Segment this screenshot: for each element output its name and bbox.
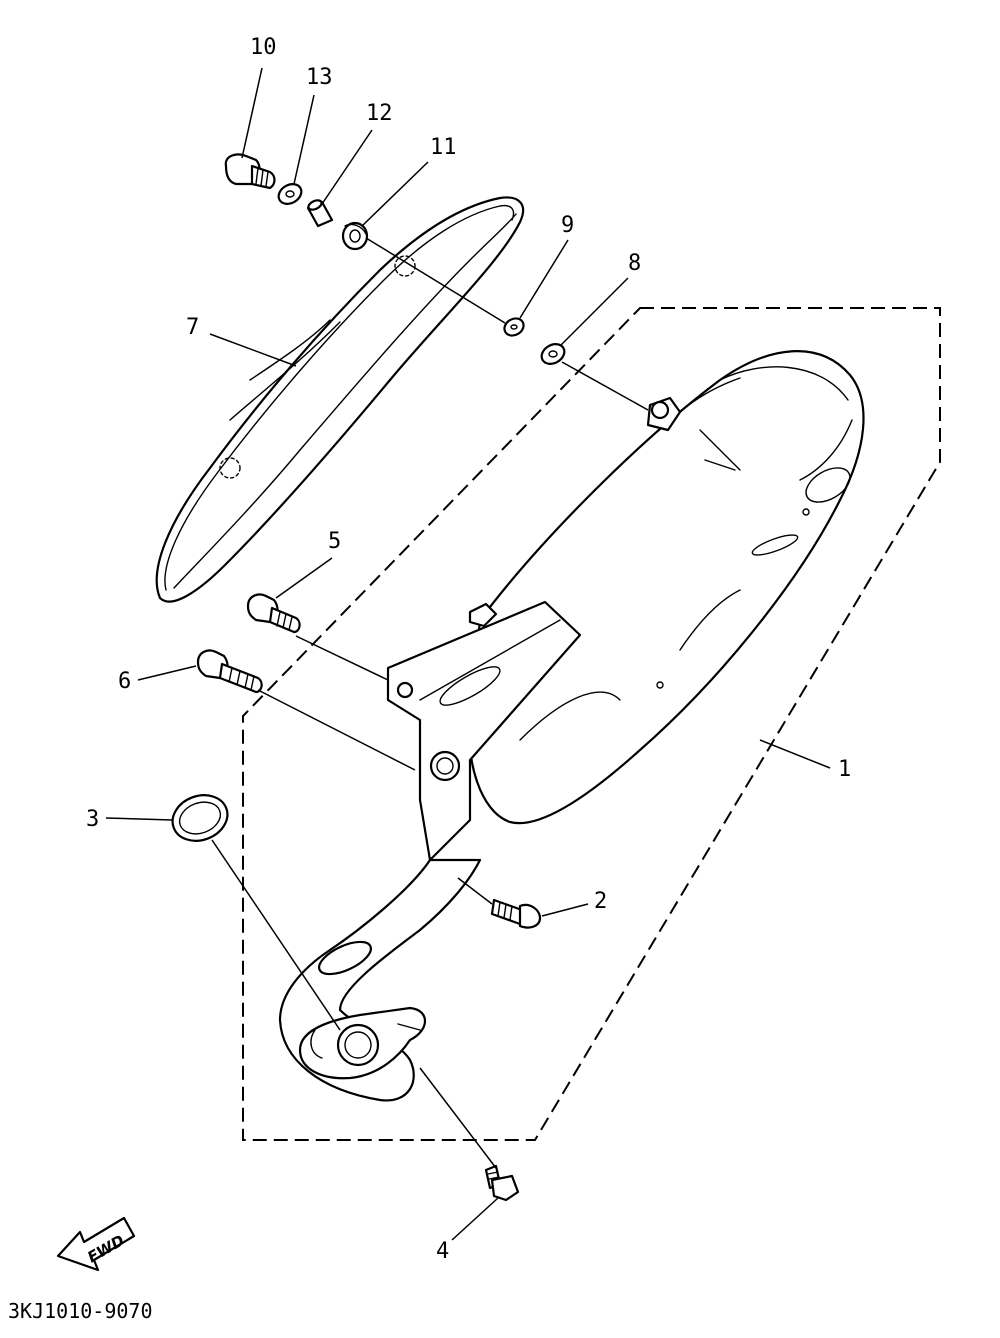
callout-7: 7 [186,315,199,340]
assembly-boundary [242,307,941,1141]
bolt-part-6 [196,649,263,694]
callout-12: 12 [366,101,393,126]
gasket-part-3 [171,794,229,842]
drawing-code: 3KJ1010-9070 [8,1299,153,1323]
callout-13: 13 [306,65,333,90]
callout-3: 3 [86,807,99,832]
collar-part-12 [306,199,334,228]
callout-1: 1 [838,757,851,782]
bolt-part-5 [246,593,301,634]
callout-4: 4 [436,1239,449,1264]
callout-5: 5 [328,529,341,554]
grommet-part-11 [341,221,369,251]
callout-8: 8 [628,251,641,276]
callout-9: 9 [561,213,574,238]
callout-2: 2 [594,889,607,914]
washer-part-8 [540,343,566,365]
washer-part-13 [277,183,303,205]
fwd-direction-arrow: FWD [56,1216,136,1272]
screw-part-2 [490,898,542,929]
washer-part-9 [503,317,525,337]
callout-leaders [105,67,831,1241]
callout-labels: 10 13 12 11 9 8 7 5 6 3 2 1 4 [86,35,851,1264]
nut-part-4 [484,1164,520,1202]
assembly-lines [211,237,649,1169]
bolt-part-10 [224,153,276,190]
callout-6: 6 [118,669,131,694]
callout-10: 10 [250,35,277,60]
heat-protector [155,196,525,603]
callout-11: 11 [430,135,457,160]
muffler-assembly [278,350,865,1102]
